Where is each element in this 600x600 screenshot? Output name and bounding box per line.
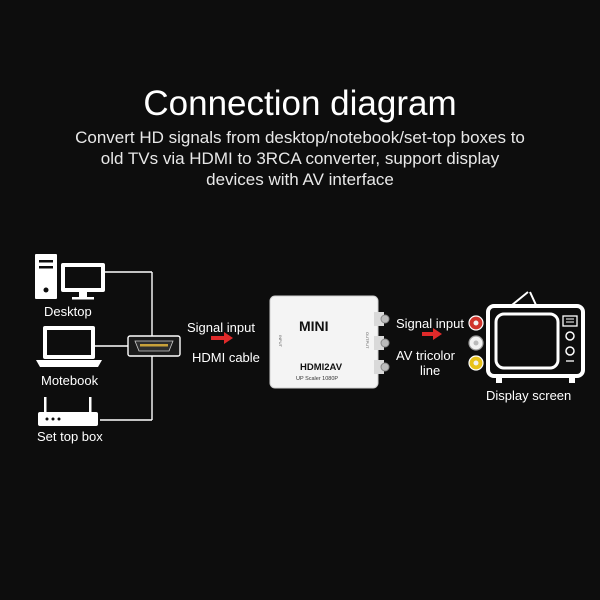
arrow-right-icon bbox=[422, 328, 442, 340]
av-signal-input-label: Signal input bbox=[396, 316, 464, 331]
notebook-label: Motebook bbox=[41, 373, 99, 388]
desktop-label: Desktop bbox=[44, 304, 92, 319]
settop-label: Set top box bbox=[37, 429, 103, 444]
hdmi-plug-icon bbox=[127, 335, 181, 357]
subtitle-line-3: devices with AV interface bbox=[206, 170, 394, 189]
display-screen-label: Display screen bbox=[486, 388, 572, 403]
subtitle-line-1: Convert HD signals from desktop/notebook… bbox=[75, 128, 525, 147]
converter-input-side: INPUT bbox=[278, 335, 283, 348]
router-icon bbox=[38, 397, 98, 426]
arrow-right-icon bbox=[211, 332, 233, 344]
notebook-icon bbox=[36, 326, 102, 367]
converter-logo: MINI bbox=[299, 318, 329, 334]
av-tricolor-label: AV tricolor bbox=[396, 348, 455, 363]
hdmi-signal-input-label: Signal input bbox=[187, 320, 255, 335]
converter-spec: UP Scaler 1080P bbox=[296, 376, 338, 382]
rca-plug-icon bbox=[468, 315, 484, 371]
hdmi-cable-label: HDMI cable bbox=[192, 350, 260, 365]
converter-output-side: OUTPUT bbox=[365, 332, 370, 349]
page-title: Connection diagram bbox=[143, 84, 457, 123]
converter-model: HDMI2AV bbox=[300, 362, 343, 373]
subtitle: Convert HD signals from desktop/notebook… bbox=[30, 127, 570, 190]
desktop-icon bbox=[35, 254, 105, 300]
tv-icon bbox=[486, 291, 585, 383]
av-line-label: line bbox=[420, 363, 441, 378]
converter-box: MINI HDMI2AV UP Scaler 1080P INPUT OUTPU… bbox=[269, 295, 390, 389]
subtitle-line-2: old TVs via HDMI to 3RCA converter, supp… bbox=[100, 149, 500, 168]
